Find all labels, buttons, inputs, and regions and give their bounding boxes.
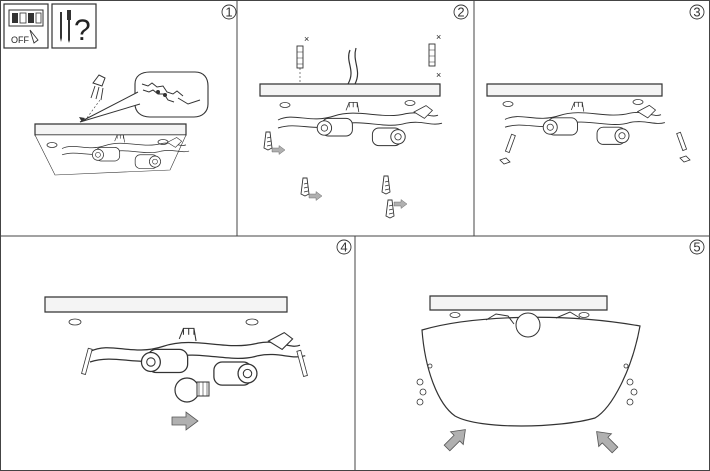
rotate-arrow: [393, 199, 408, 209]
light-fixture: [89, 327, 306, 386]
step-5-panel: 5: [416, 240, 705, 457]
threaded-rod-right: [296, 349, 308, 377]
threaded-rod-left: [81, 347, 93, 375]
step-4-panel: 4: [44, 240, 352, 431]
fastener-right: [626, 378, 638, 406]
power-off-icon: OFF: [3, 3, 49, 49]
step-1-panel: 1 OFF ?: [3, 3, 237, 176]
tools-required-icon: ?: [51, 3, 97, 49]
step-4-number: 4: [336, 240, 352, 255]
mounting-screw: [300, 177, 310, 197]
step-1-number: 1: [221, 5, 237, 20]
svg-text:2: 2: [457, 5, 464, 20]
wall-plug-right: × ×: [428, 32, 441, 80]
svg-text:×: ×: [436, 32, 441, 42]
svg-text:5: 5: [693, 240, 700, 255]
svg-text:1: 1: [225, 5, 232, 20]
step-5-number: 5: [689, 240, 705, 255]
push-arrow-left: [440, 422, 473, 455]
insert-arrow: [171, 411, 199, 431]
step-3-panel: 3: [486, 5, 705, 165]
threaded-rod-right: [676, 131, 688, 152]
light-bulb: [174, 377, 210, 403]
threaded-rod-left: [504, 133, 516, 154]
svg-text:3: 3: [693, 5, 700, 20]
light-fixture: [277, 101, 443, 147]
power-off-label: OFF: [11, 35, 29, 45]
svg-text:×: ×: [436, 70, 441, 80]
rotate-arrow: [308, 191, 323, 201]
mounting-screw: [381, 175, 391, 195]
mounting-screw: [385, 199, 395, 219]
ceiling-plate: [429, 295, 608, 311]
ceiling-plate: [259, 83, 441, 108]
detail-bubble: [79, 71, 209, 123]
nut-left: [499, 157, 511, 165]
svg-text:4: 4: [340, 240, 347, 255]
step-3-number: 3: [689, 5, 705, 20]
nut-right: [679, 155, 691, 163]
ceiling-plate: [486, 83, 663, 107]
wall-plug-left: ×: [296, 34, 309, 84]
glass-shade: [421, 311, 641, 427]
terminal-block: [79, 74, 106, 123]
step-2-panel: 2 × × ×: [259, 5, 469, 219]
tools-question-mark: ?: [74, 14, 91, 47]
svg-text:×: ×: [304, 34, 309, 44]
power-cable: [347, 47, 359, 85]
mounting-screw: [263, 131, 273, 151]
light-fixture: [504, 101, 666, 145]
ceiling-plate: [44, 296, 288, 326]
fastener-left: [416, 378, 427, 406]
rotate-arrow: [271, 145, 286, 155]
push-arrow-right: [589, 424, 622, 457]
step-2-number: 2: [453, 5, 469, 20]
